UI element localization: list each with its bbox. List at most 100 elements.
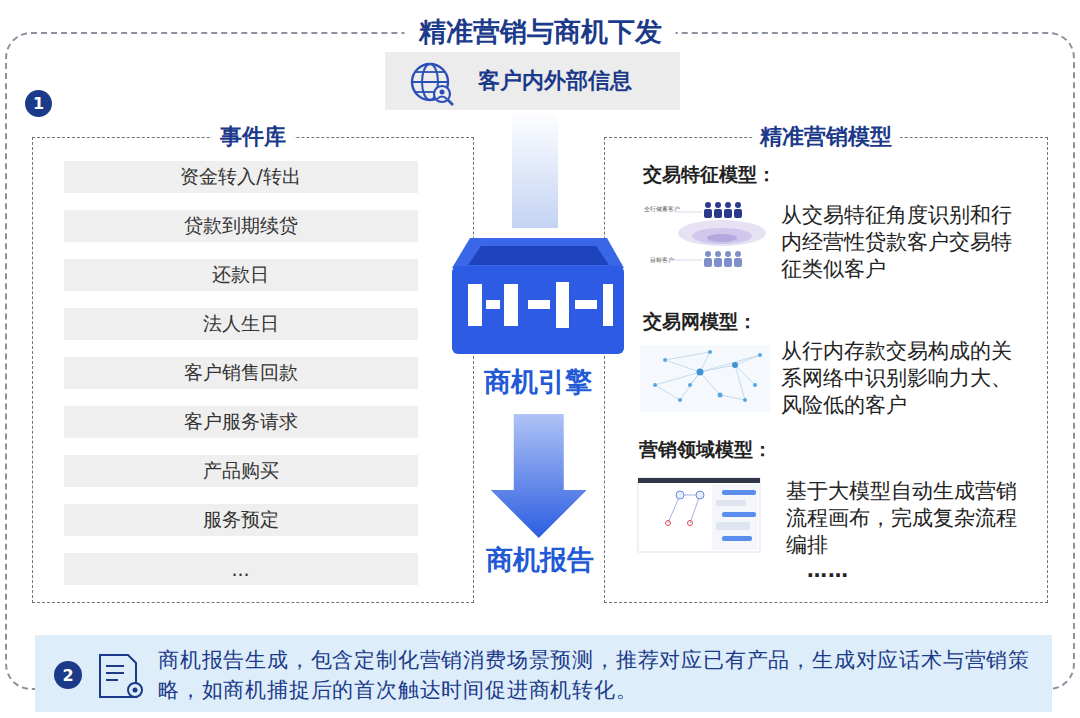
network-thumbnail [720,395,745,400]
network-thumbnail [655,385,680,400]
canvas-thumbnail [638,478,760,483]
ellipsis-mark: …… [807,558,849,582]
canvas-thumbnail [668,495,680,523]
canvas-thumbnail [676,491,684,499]
engine-icon [575,300,597,309]
flow-arrow [491,414,587,538]
event-item: 贷款到期续贷 [64,210,418,242]
network-thumbnail [678,398,682,402]
node-label: 服务预定 [203,507,279,533]
node-label: 还款日 [212,262,269,288]
network-thumbnail [663,358,667,362]
event-item: ... [64,553,418,585]
model-heading: 交易特征模型： [643,162,776,188]
network-thumbnail [735,365,745,400]
network-thumbnail [665,352,710,360]
engine-icon [556,282,569,328]
transaction-thumbnail [734,209,742,218]
network-thumbnail [700,372,720,395]
event-item: 客户服务请求 [64,406,418,438]
canvas-thumbnail [696,491,704,499]
engine-icon [452,238,624,268]
arrow-shaft [512,113,558,228]
event-item: 还款日 [64,259,418,291]
transaction-thumbnail [692,228,752,244]
model-description: 从交易特征角度识别和行内经营性贷款客户交易特征类似客户 [781,202,1026,283]
canvas-thumbnail [688,521,693,526]
transaction-thumbnail [724,258,732,267]
transaction-thumbnail [707,234,737,242]
callout-number: 1 [25,90,52,117]
canvas-thumbnail [716,522,750,530]
flow-arrow [535,113,536,228]
event-item: 法人生日 [64,308,418,340]
transaction-thumbnail [678,220,766,246]
canvas-thumbnail [722,536,752,541]
node-label: 产品购买 [203,458,279,484]
network-thumbnail [743,398,747,402]
node-label: 贷款到期续贷 [184,213,298,239]
group-heading: 事件库 [212,122,294,152]
thumbnail-label: 目标客户 [650,256,674,265]
node-label: 商机报告 [486,542,594,578]
engine-icon [452,266,624,354]
canvas-thumbnail [666,521,671,526]
canvas-thumbnail [690,495,700,523]
event-item: 产品购买 [64,455,418,487]
outer-frame: 客户内外部信息 1 资金转入/转出贷款到期续贷还款日法人生日客户销售回款客户服务请求… [5,32,1075,690]
engine-icon [486,300,500,309]
transaction-thumbnail [705,202,711,208]
transaction-thumbnail [714,258,722,267]
network-thumbnail [732,362,738,368]
report-output: 商机报告 [465,538,615,582]
engine-icon [452,238,624,354]
network-thumbnail [718,393,723,398]
summary-text: 商机报告生成，包含定制化营销消费场景预测，推荐对应已有产品，生成对应话术与营销策… [158,645,1043,705]
network-thumbnail [735,365,755,385]
network-thumbnail [700,355,760,372]
group-heading: 精准营销模型 [752,122,900,152]
source-box: 客户内外部信息 [385,52,680,110]
transaction-thumbnail [735,202,741,208]
transaction-thumbnail [725,202,731,208]
arrow-head [491,490,587,538]
node-label: 资金转入/转出 [180,164,300,190]
event-item: 服务预定 [64,504,418,536]
node-label: 1 [33,94,44,113]
network-thumbnail [688,383,692,387]
thumbnail-label: 全行储蓄客户 [644,205,680,214]
transaction-thumbnail [724,209,732,218]
event-library: 资金转入/转出贷款到期续贷还款日法人生日客户销售回款客户服务请求产品购买服务预定… [32,137,474,603]
network-thumbnail [700,365,735,372]
network-thumbnail [753,383,757,387]
network-thumbnail [655,372,700,385]
node-label: ... [231,558,249,580]
engine-icon [504,284,518,326]
canvas-thumbnail [716,500,746,506]
canvas-thumbnail [712,484,758,550]
arrow-shaft [514,414,564,490]
canvas-thumbnail [722,490,756,495]
callout-number: 2 [54,661,82,689]
network-thumbnail [708,350,712,354]
transaction-thumbnail [715,202,721,208]
engine-hub: 商机引擎 [440,226,635,406]
node-label: 客户销售回款 [184,360,298,386]
network-thumbnail [735,355,760,365]
model-description: 从行内存款交易构成的关系网络中识别影响力大、风险低的客户 [781,338,1026,419]
event-item: 客户销售回款 [64,357,418,389]
engine-icon [468,246,609,265]
transaction-thumbnail [734,258,742,267]
node-label: 客户服务请求 [184,409,298,435]
network-thumbnail [665,360,700,372]
canvas-thumbnail [638,478,760,552]
network-thumbnail [680,372,700,400]
network-thumbnail [690,372,700,385]
transaction-thumbnail [715,251,721,257]
transaction-thumbnail [670,202,766,267]
node-label: 法人生日 [203,311,279,337]
network-thumbnail [758,353,762,357]
canvas-thumbnail [638,478,760,552]
diagram-title: 精准营销与商机下发 [405,14,676,50]
network-thumbnail [653,383,657,387]
